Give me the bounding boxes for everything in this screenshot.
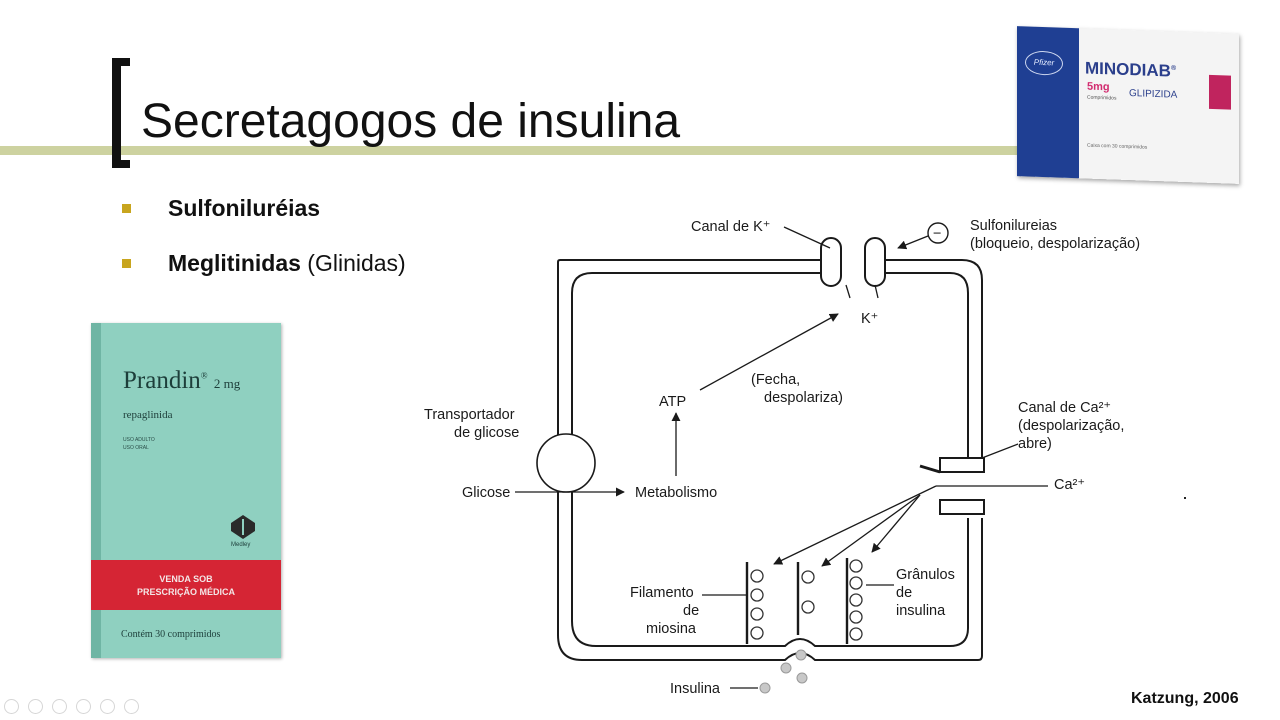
medley-logo-icon: [231, 515, 255, 539]
slides-icon[interactable]: [76, 699, 91, 714]
title-underline: [0, 146, 1020, 155]
secreted-insulin: [759, 649, 808, 694]
minodiab-generic: GLIPIZIDA: [1129, 88, 1178, 101]
prandin-count: Contém 30 comprimidos: [121, 629, 221, 640]
bullet-square-icon: [122, 204, 131, 213]
label-sulfonylureas-1: Sulfonilureias: [970, 218, 1057, 234]
prev-slide-icon[interactable]: [4, 699, 19, 714]
page-title: Secretagogos de insulina: [141, 95, 681, 148]
label-fecha-2: despolariza): [764, 390, 843, 406]
minodiab-color-bar: [1209, 74, 1231, 110]
cell-membrane-inner: [571, 272, 969, 647]
ca-channel-bottom: [939, 499, 985, 515]
k-channel-right-half: [864, 237, 886, 287]
label-metabolism: Metabolismo: [635, 485, 717, 501]
label-granules-1: Grânulos: [896, 567, 955, 583]
prandin-usage: USO ADULTO: [123, 437, 155, 443]
zoom-icon[interactable]: [100, 699, 115, 714]
minodiab-dose: 5mg: [1087, 80, 1110, 94]
bullet-bold-text: Meglitinidas: [168, 250, 301, 276]
sulfonylurea-symbol: [927, 222, 949, 244]
next-slide-icon[interactable]: [28, 699, 43, 714]
minodiab-box-photo: Pfizer MINODIAB® 5mg GLIPIZIDA Comprimid…: [1017, 26, 1239, 184]
prandin-generic: repaglinida: [123, 409, 173, 421]
minodiab-form: Comprimidos: [1087, 94, 1117, 102]
label-granules-3: insulina: [896, 603, 946, 619]
prandin-maker: Medley: [231, 542, 251, 548]
label-glucose: Glicose: [462, 485, 510, 501]
k-channel-left-half: [820, 237, 842, 287]
label-transporter-1: Transportador: [424, 407, 515, 423]
prandin-brand: Prandin® 2 mg: [123, 367, 241, 394]
ca-channel-top: [939, 457, 985, 473]
beta-cell-diagram: − Canal de K⁺ Sulfonilureias (bloqueio, …: [424, 218, 1140, 697]
label-insulin: Insulina: [670, 681, 721, 697]
prandin-route: USO ORAL: [123, 445, 149, 451]
minus-sign: −: [933, 226, 941, 242]
bullet-square-icon: [122, 259, 131, 268]
label-ca-channel-1: Canal de Ca²⁺: [1018, 400, 1111, 416]
label-transporter-2: de glicose: [454, 425, 519, 441]
prescription-band: VENDA SOB PRESCRIÇÃO MÉDICA: [91, 560, 281, 610]
bullet-rest-text: (Glinidas): [307, 250, 406, 276]
label-granules-2: de: [896, 585, 912, 601]
label-sulfonylureas-2: (bloqueio, despolarização): [970, 236, 1140, 252]
label-atp: ATP: [659, 394, 686, 410]
label-k-channel: Canal de K⁺: [691, 219, 770, 235]
label-myosin-1: Filamento: [630, 585, 694, 601]
label-myosin-2: de: [683, 603, 699, 619]
bullet-bold-text: Sulfoniluréias: [168, 195, 321, 221]
glucose-transporter: [536, 433, 596, 493]
label-ca-channel-3: abre): [1018, 436, 1052, 452]
pen-icon[interactable]: [52, 699, 67, 714]
minodiab-brand: MINODIAB®: [1085, 58, 1177, 81]
insulin-granules: [750, 559, 863, 641]
myosin-filaments: [745, 558, 849, 644]
label-ca-ion: Ca²⁺: [1054, 477, 1085, 493]
slide-nav-toolbar: [4, 699, 148, 717]
prandin-box-photo: Prandin® 2 mg repaglinida USO ADULTO USO…: [91, 323, 281, 658]
citation: Katzung, 2006: [1131, 690, 1239, 707]
minodiab-box-text: Caixa com 30 comprimidos: [1087, 142, 1148, 151]
more-icon[interactable]: [124, 699, 139, 714]
pfizer-logo-icon: Pfizer: [1025, 50, 1063, 76]
label-fecha-1: (Fecha,: [751, 372, 800, 388]
cell-membrane-outer: [557, 259, 983, 661]
label-myosin-3: miosina: [646, 621, 697, 637]
label-ca-channel-2: (despolarização,: [1018, 418, 1124, 434]
label-k-ion: K⁺: [861, 311, 878, 327]
title-bracket: [112, 58, 130, 168]
